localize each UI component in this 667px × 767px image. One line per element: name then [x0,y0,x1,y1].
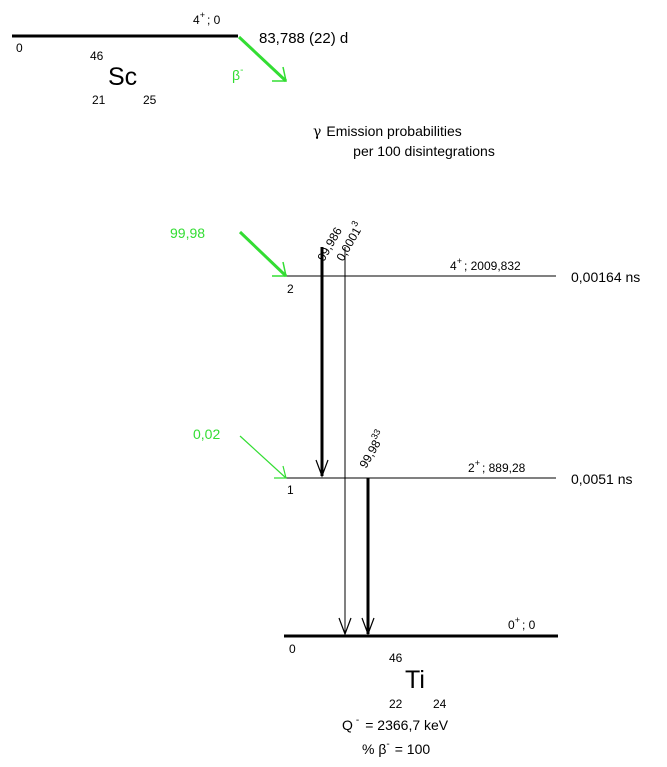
parent-level-spin: 4+; 0 [193,10,221,27]
gamma-1-to-0-intensity: 99,9833 [354,427,389,470]
beta-decay-arrow [237,35,288,83]
parent-half-life: 83,788 (22) d [259,30,348,47]
parent-neutron-number: 25 [143,93,157,107]
level-1-beta-arrowhead [274,465,287,479]
parent-proton-number: 21 [92,93,106,107]
daughter-mass-number: 46 [389,651,403,665]
level-2-beta-feeding: 99,98 [170,225,205,241]
level-1-spin-energy: 2+; 889,28 [468,458,526,475]
level-1-half-life: 0,0051 ns [571,471,633,487]
beta-branching: % β-= 100 [362,739,430,757]
daughter-neutron-number: 24 [433,697,447,711]
level-1-beta-feeding: 0,02 [193,426,220,442]
level-2-spin-energy: 4+; 2009,832 [450,256,521,273]
level-2-beta-arrow [238,230,288,278]
daughter-symbol: Ti [405,666,425,694]
level-2-index: 2 [287,282,294,296]
gamma-2-to-0-arrowhead [338,617,352,636]
gamma-1-to-0-arrowhead [361,617,375,636]
level-0-index: 0 [289,642,296,656]
gamma-header-line2: per 100 disintegrations [353,143,495,159]
level-2-beta-arrowhead [272,261,287,277]
level-1-beta-arrow [239,435,287,479]
q-value: Q-= 2366,7 keV [342,715,449,733]
daughter-proton-number: 22 [389,697,403,711]
beta-decay-arrowhead [272,66,287,82]
level-1-index: 1 [287,483,294,497]
parent-level-energy: 0 [16,41,23,55]
gamma-2-to-1-arrowhead [315,459,329,478]
beta-decay-label: β- [232,65,243,83]
parent-mass-number: 46 [90,49,104,63]
level-0-spin-energy: 0+; 0 [508,615,536,632]
level-2-half-life: 0,00164 ns [571,269,640,285]
parent-symbol: Sc [108,63,137,91]
